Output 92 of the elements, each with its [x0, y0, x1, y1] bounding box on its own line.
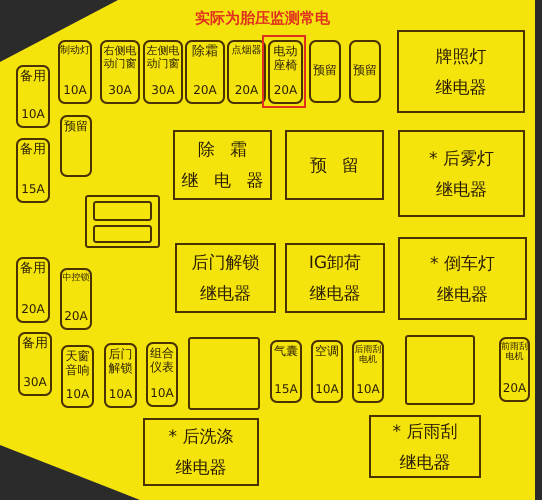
fuse-name: 预留 [352, 64, 378, 78]
fuse-slot [185, 40, 225, 104]
fuse-slot [18, 332, 52, 396]
fuse-slot [143, 40, 183, 104]
fuse-rating: 30A [151, 84, 175, 98]
fuse-rating: 10A [108, 388, 132, 402]
fuse-name: 点烟器 [230, 45, 262, 56]
fuse-name: 组合仪表 [149, 347, 175, 375]
fuse-slot [58, 40, 92, 104]
empty-slot [85, 195, 160, 248]
relay-name: 牌照灯 [436, 46, 486, 68]
relay-type: 继电器 [182, 170, 279, 192]
fuse-rating: 10A [150, 387, 174, 401]
fuse-name: 天窗音响 [64, 350, 90, 378]
fuse-rating: 20A [502, 382, 526, 396]
fuse-rating: 20A [21, 303, 45, 317]
fuse-name: 除霜 [191, 45, 219, 60]
fuse-slot [268, 40, 303, 104]
relay-name: * 后雨刮 [392, 420, 458, 442]
relay-slot [398, 130, 525, 217]
relay-type: 继电器 [200, 283, 251, 305]
fuse-name: 备用 [19, 70, 47, 85]
fuse-slot [352, 340, 384, 403]
fuse-rating: 15A [21, 183, 45, 197]
empty-slot [93, 225, 152, 243]
fuse-name: 后雨刮电机 [354, 345, 382, 366]
fuse-name: 右侧电动门窗 [102, 45, 138, 70]
fuse-slot [309, 40, 341, 103]
fuse-slot [270, 340, 302, 403]
fuse-rating: 30A [23, 376, 47, 390]
fuse-rating: 20A [193, 84, 217, 98]
fuse-slot [61, 345, 94, 408]
fuse-slot [104, 343, 137, 408]
fuse-name: 预留 [63, 120, 89, 134]
fuse-rating: 10A [315, 383, 339, 397]
relay-name: 预留 [310, 154, 374, 176]
relay-slot [285, 130, 384, 200]
relay-type: 继电器 [400, 452, 450, 474]
fuse-rating: 30A [108, 84, 132, 98]
relay-type: 继电器 [436, 178, 487, 200]
relay-slot [369, 415, 481, 478]
fuse-rating: 10A [63, 84, 87, 98]
fuse-name: 左侧电动门窗 [146, 45, 180, 70]
relay-slot [175, 243, 276, 313]
fuse-name: 气囊 [273, 345, 299, 359]
relay-slot [143, 418, 259, 486]
relay-name: * 倒车灯 [430, 252, 495, 274]
relay-type: 继电器 [310, 283, 360, 305]
fuse-rating: 10A [66, 388, 90, 402]
fuse-rating: 20A [64, 310, 88, 324]
fuse-name: 预留 [312, 64, 338, 78]
fuse-name: 备用 [19, 262, 47, 277]
fuse-slot [60, 268, 92, 330]
fuse-slot [227, 40, 266, 104]
fuse-name: 前雨刮电机 [501, 342, 528, 363]
fuse-name: 后门解锁 [108, 348, 134, 376]
relay-name: 除霜 [198, 139, 262, 161]
fuse-slot [60, 115, 92, 177]
fuse-rating: 20A [234, 84, 258, 98]
fuse-rating: 20A [274, 84, 298, 98]
fuse-slot [16, 65, 50, 128]
fuse-slot [100, 40, 140, 104]
fuse-slot [16, 138, 50, 203]
relay-name: IG卸荷 [308, 252, 362, 274]
relay-type: 继电器 [437, 284, 488, 306]
relay-type: 继电器 [176, 457, 226, 479]
relay-slot [173, 130, 272, 200]
fuse-rating: 10A [21, 108, 45, 122]
relay-type: 继电器 [436, 76, 486, 98]
relay-slot [398, 237, 527, 320]
fuse-slot [349, 40, 381, 103]
fuse-name: 制动灯 [59, 45, 91, 56]
relay-slot [397, 30, 525, 113]
fuse-slot [16, 257, 50, 323]
fuse-name: 电动座椅 [272, 45, 298, 73]
empty-slot [93, 201, 152, 221]
relay-name: * 后雾灯 [429, 148, 494, 170]
relay-slot [285, 243, 385, 313]
fuse-slot [146, 342, 178, 407]
relay-name: 后门解锁 [192, 252, 260, 274]
fuse-name: 备用 [21, 337, 49, 352]
empty-slot [188, 337, 260, 410]
fuse-name: 备用 [19, 143, 47, 158]
annotation-text: 实际为胎压监测常电 [195, 9, 330, 28]
fuse-slot [499, 337, 530, 402]
fuse-name: 空调 [314, 345, 340, 359]
relay-name: * 后洗涤 [168, 426, 234, 448]
fuse-rating: 10A [356, 383, 380, 397]
empty-slot [405, 335, 475, 405]
fuse-slot [311, 340, 343, 403]
fuse-name: 中控锁 [62, 273, 90, 284]
fuse-rating: 15A [274, 383, 298, 397]
